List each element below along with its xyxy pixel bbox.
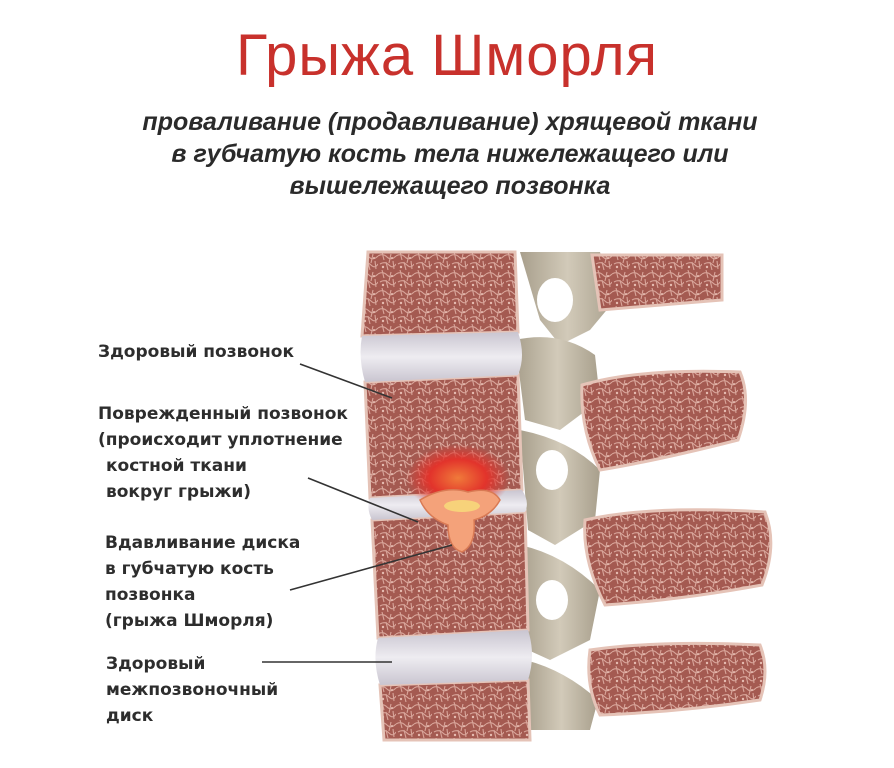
vertebra-top <box>362 252 518 336</box>
label-damaged-vertebra: Поврежденный позвонок (происходит уплотн… <box>98 401 348 505</box>
vertebra-bottom <box>380 680 530 740</box>
label-healthy-vertebra: Здоровый позвонок <box>98 339 294 365</box>
disc-healthy <box>375 630 532 685</box>
label-healthy-disc: Здоровый межпозвоночный диск <box>106 651 278 729</box>
spinous-processes <box>582 255 771 715</box>
disc-upper <box>361 332 522 382</box>
label-disc-intrusion: Вдавливание диска в губчатую кость позво… <box>105 530 300 634</box>
